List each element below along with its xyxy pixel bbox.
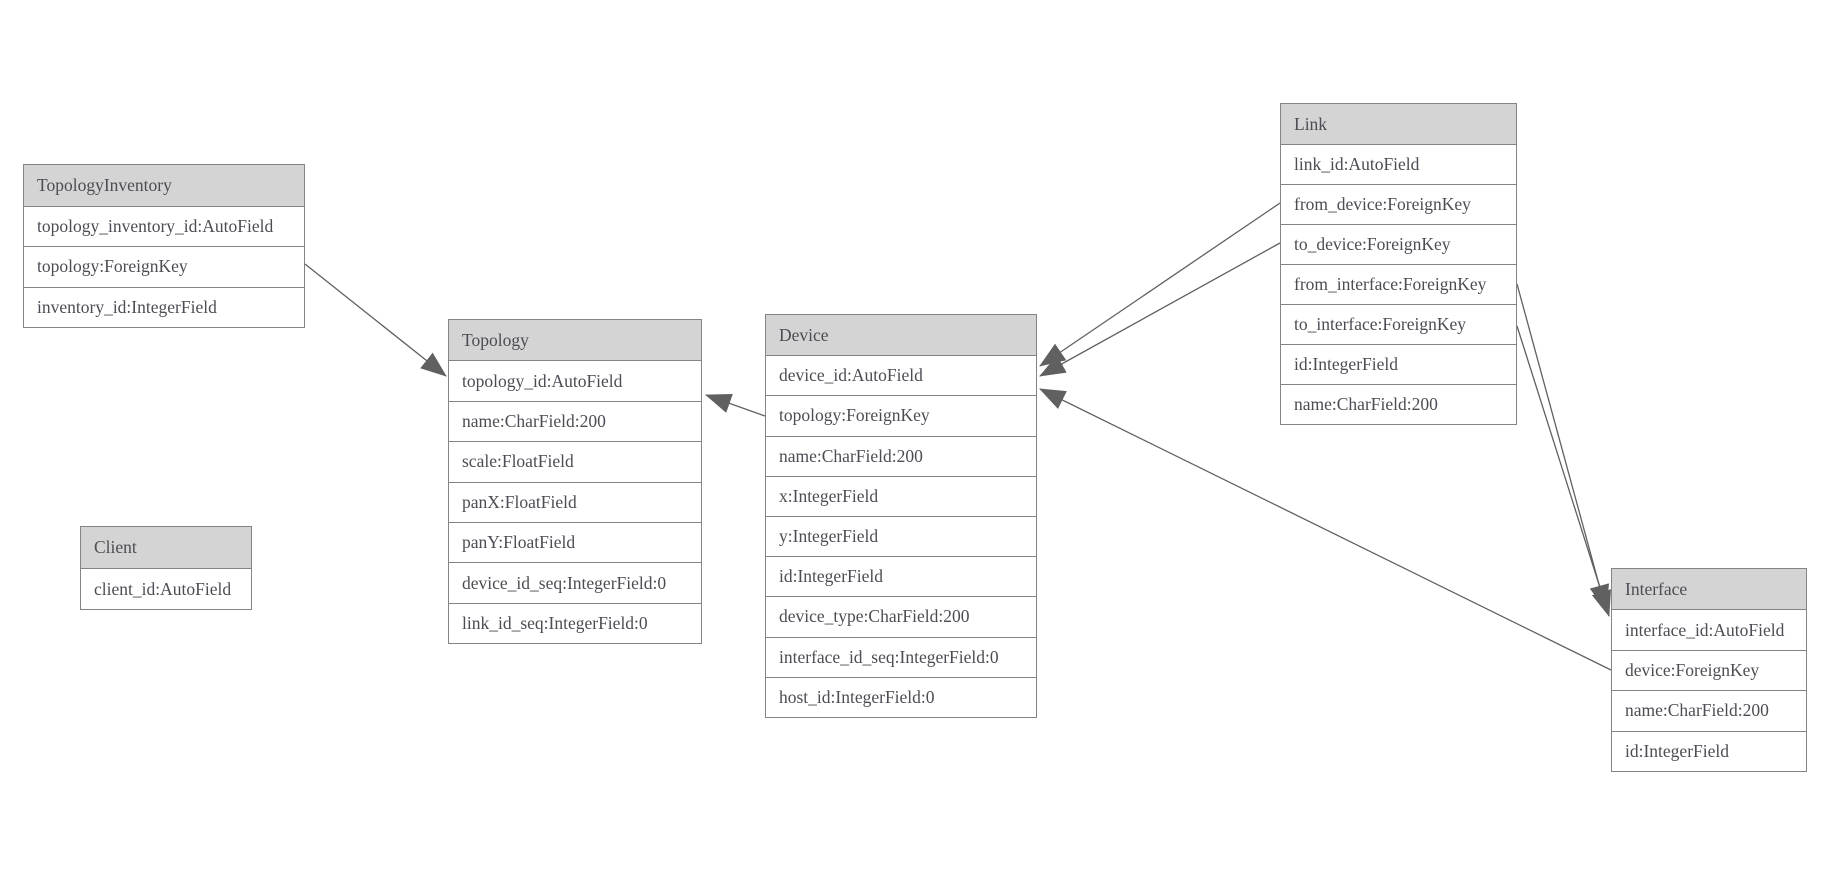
edge-device-topology <box>705 393 766 417</box>
edge-interface-device <box>1039 388 1612 671</box>
field-row-link-2: to_device:ForeignKey <box>1281 224 1516 264</box>
edge-link-to_interface-interface <box>1516 325 1611 617</box>
field-row-topology-6: link_id_seq:IntegerField:0 <box>449 602 701 644</box>
entity-title-topologyinventory: TopologyInventory <box>24 165 304 206</box>
field-row-topologyinventory-0: topology_inventory_id:AutoField <box>24 205 304 246</box>
field-row-device-8: host_id:IntegerField:0 <box>766 676 1036 717</box>
field-row-link-6: name:CharField:200 <box>1281 384 1516 424</box>
edge-link-from_interface-interface <box>1516 283 1610 611</box>
field-row-client-0: client_id:AutoField <box>81 568 251 609</box>
entity-title-device: Device <box>766 315 1036 356</box>
entity-title-client: Client <box>81 527 251 568</box>
entity-title-link: Link <box>1281 104 1516 144</box>
field-row-interface-3: id:IntegerField <box>1612 730 1806 771</box>
field-row-interface-2: name:CharField:200 <box>1612 690 1806 731</box>
field-row-topology-2: scale:FloatField <box>449 441 701 482</box>
field-row-topologyinventory-2: inventory_id:IntegerField <box>24 286 304 327</box>
edge-link-from_device-device <box>1039 202 1281 367</box>
field-row-device-5: id:IntegerField <box>766 556 1036 597</box>
field-row-topology-5: device_id_seq:IntegerField:0 <box>449 562 701 603</box>
field-row-topology-0: topology_id:AutoField <box>449 360 701 401</box>
field-row-topology-3: panX:FloatField <box>449 481 701 522</box>
field-row-interface-1: device:ForeignKey <box>1612 649 1806 691</box>
entity-title-topology: Topology <box>449 320 701 361</box>
field-row-interface-0: interface_id:AutoField <box>1612 609 1806 650</box>
field-row-topology-1: name:CharField:200 <box>449 400 701 442</box>
field-row-device-2: name:CharField:200 <box>766 435 1036 476</box>
entity-title-interface: Interface <box>1612 569 1806 610</box>
field-row-device-3: x:IntegerField <box>766 475 1036 516</box>
edge-link-to_device-device <box>1039 242 1281 377</box>
field-row-device-1: topology:ForeignKey <box>766 395 1036 436</box>
field-row-link-3: from_interface:ForeignKey <box>1281 264 1516 304</box>
field-row-link-1: from_device:ForeignKey <box>1281 184 1516 224</box>
field-row-link-0: link_id:AutoField <box>1281 144 1516 184</box>
relationship-edges <box>304 202 1612 671</box>
field-row-link-4: to_interface:ForeignKey <box>1281 304 1516 344</box>
field-row-topologyinventory-1: topology:ForeignKey <box>24 246 304 287</box>
field-row-device-6: device_type:CharField:200 <box>766 596 1036 637</box>
field-row-topology-4: panY:FloatField <box>449 521 701 563</box>
edge-topologyinventory-topology <box>304 263 447 377</box>
field-row-device-4: y:IntegerField <box>766 515 1036 557</box>
field-row-device-7: interface_id_seq:IntegerField:0 <box>766 636 1036 677</box>
field-row-device-0: device_id:AutoField <box>766 355 1036 396</box>
field-row-link-5: id:IntegerField <box>1281 344 1516 384</box>
